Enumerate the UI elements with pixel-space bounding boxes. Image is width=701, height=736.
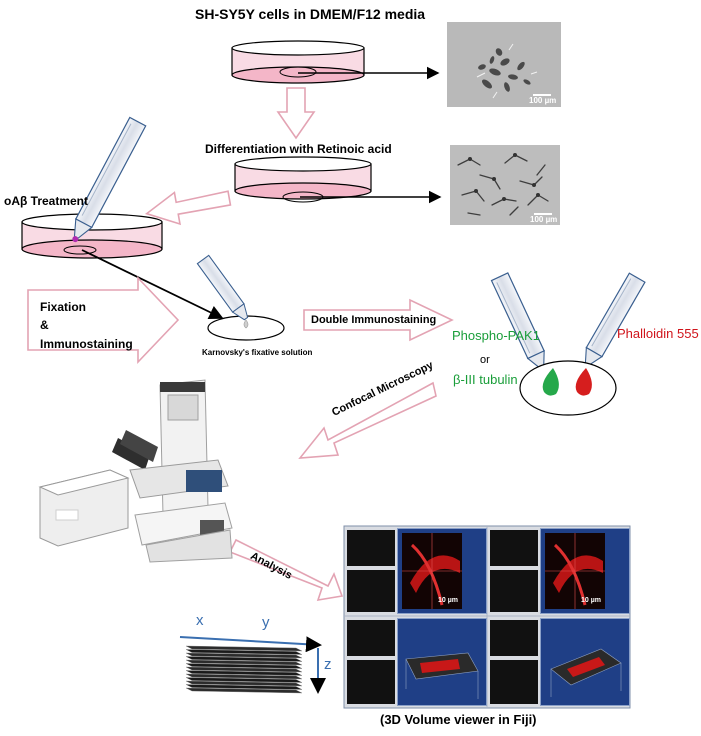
hollow-arrow-immunostaining [303, 298, 454, 342]
fiji-panel-red-2d: 10 µm [540, 528, 630, 614]
z-slice [185, 670, 303, 676]
label-karnovsky: Karnovsky's fixative solution [202, 348, 313, 357]
z-slice [185, 649, 303, 655]
petri-dish-differentiation [234, 156, 372, 203]
hollow-arrow-down [276, 87, 316, 140]
fiji-slice-thumbnail [347, 660, 395, 704]
axis-label-y: y [262, 614, 270, 631]
label-beta-tubulin: β-III tubulin [453, 372, 518, 387]
z-slice [185, 684, 303, 690]
label-oab-treatment: oAβ Treatment [4, 194, 89, 208]
axis-label-z: z [324, 656, 332, 673]
z-slice [185, 687, 303, 694]
red-drop [575, 368, 592, 396]
petri-dish-top [231, 40, 365, 84]
micrograph-differentiated: 100 µm [450, 145, 560, 225]
label-phospho-pak1: Phospho-PAK1 [452, 328, 540, 343]
z-slice [185, 656, 303, 662]
label-cells-media: SH-SY5Y cells in DMEM/F12 media [195, 6, 426, 22]
label-phalloidin: Phalloidin 555 [617, 326, 699, 341]
z-slice [185, 673, 303, 680]
z-slice [185, 666, 303, 673]
hollow-arrow-confocal [298, 381, 437, 459]
arrow-to-fixation [81, 249, 224, 319]
pipette-icon [196, 254, 249, 321]
fixative-drop [243, 319, 249, 329]
hollow-arrow-analysis [228, 538, 344, 602]
pipette-icon [72, 116, 147, 243]
hollow-arrow-fixation [27, 276, 180, 364]
label-double-immunostaining: Double Immunostaining [311, 314, 437, 326]
z-slice [185, 677, 303, 683]
fiji-slice-thumbnail [347, 620, 395, 656]
z-slice [185, 652, 303, 659]
hollow-arrow-left [144, 190, 232, 226]
fiji-panel-3d-volume [397, 618, 487, 706]
pipette-icon [490, 272, 545, 369]
fiji-slice-thumbnail [490, 660, 538, 704]
z-stack [179, 636, 326, 694]
fiji-slice-thumbnail [490, 570, 538, 612]
label-immunostaining: Immunostaining [40, 337, 133, 351]
confocal-microscope-icon [38, 379, 233, 563]
green-drop [542, 368, 559, 396]
scale-bar-label: 100 µm [529, 96, 557, 105]
scale-bar-label: 100 µm [530, 215, 558, 224]
scale-bar-label: 10 µm [438, 597, 458, 604]
x-y-axis [179, 636, 322, 653]
label-ampersand: & [40, 318, 49, 332]
fiji-slice-thumbnail [490, 530, 538, 566]
pipette-icon [584, 272, 646, 366]
z-slice [185, 645, 303, 652]
micrograph-undifferentiated: 100 µm [447, 22, 561, 107]
fiji-slice-thumbnail [347, 530, 395, 566]
label-differentiation: Differentiation with Retinoic acid [205, 142, 392, 156]
z-slice [185, 680, 303, 687]
staining-dish [519, 360, 617, 416]
z-slice [185, 659, 303, 666]
label-or: or [480, 354, 490, 366]
axis-label-x: x [196, 612, 204, 629]
label-fixation: Fixation [40, 300, 87, 314]
fiji-panel-red-2d: 10 µm [397, 528, 487, 614]
z-slice [185, 663, 303, 669]
fiji-panel-3d-volume [540, 618, 630, 706]
label-volume-viewer: (3D Volume viewer in Fiji) [380, 712, 537, 727]
fiji-slice-thumbnail [347, 570, 395, 612]
scale-bar-label: 10 µm [581, 597, 601, 604]
fiji-slice-thumbnail [490, 620, 538, 656]
